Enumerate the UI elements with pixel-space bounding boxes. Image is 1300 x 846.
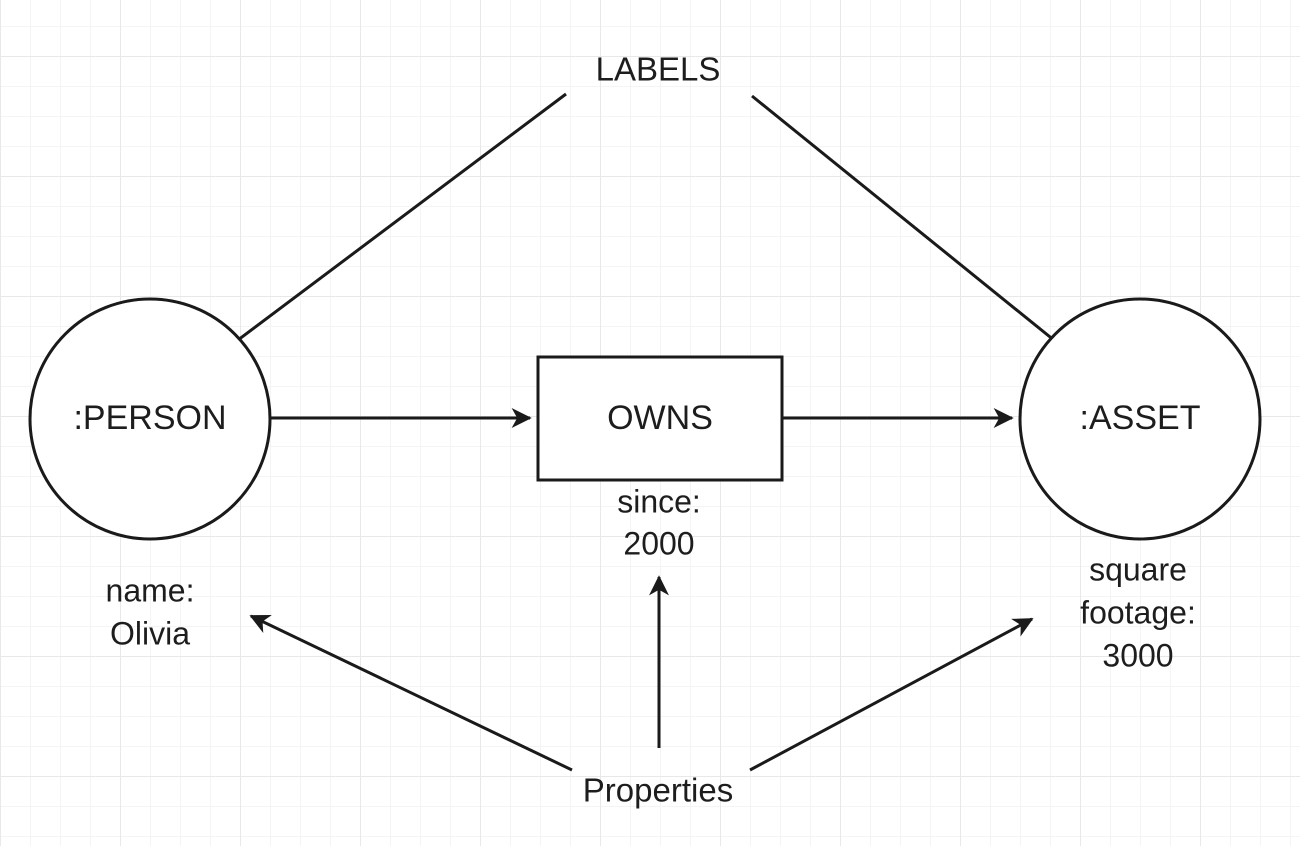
labels-callout-text: LABELS xyxy=(596,51,721,88)
properties-callout-text: Properties xyxy=(583,772,733,809)
relationship-properties: since: 2000 xyxy=(617,483,701,561)
node-person[interactable]: :PERSON xyxy=(28,297,272,541)
owns-rectangle[interactable] xyxy=(536,355,784,482)
owns-property-key: since: xyxy=(617,483,701,519)
person-property-value: Olivia xyxy=(110,615,190,651)
node-owns[interactable]: OWNS xyxy=(536,355,784,482)
person-property-key: name: xyxy=(106,572,195,608)
person-circle[interactable] xyxy=(28,297,272,541)
labels-to-person-arrow xyxy=(184,92,567,381)
node-asset[interactable]: :ASSET xyxy=(1018,297,1262,541)
labels-callout-group: LABELS xyxy=(184,51,1104,381)
asset-property-value: 3000 xyxy=(1102,637,1173,673)
asset-properties: square footage: 3000 xyxy=(1080,551,1196,673)
owns-label: OWNS xyxy=(607,399,713,437)
asset-label: :ASSET xyxy=(1080,399,1201,437)
person-label: :PERSON xyxy=(73,399,226,437)
person-properties: name: Olivia xyxy=(106,572,195,651)
owns-property-value: 2000 xyxy=(623,525,694,561)
labels-to-asset-arrow xyxy=(751,94,1104,381)
properties-to-asset-arrow xyxy=(749,617,1034,772)
properties-callout-group: Properties xyxy=(249,575,1034,809)
properties-to-person-arrow xyxy=(249,614,573,772)
asset-property-key-line1: square xyxy=(1089,551,1187,587)
asset-property-key-line2: footage: xyxy=(1080,594,1196,630)
asset-circle[interactable] xyxy=(1018,297,1262,541)
